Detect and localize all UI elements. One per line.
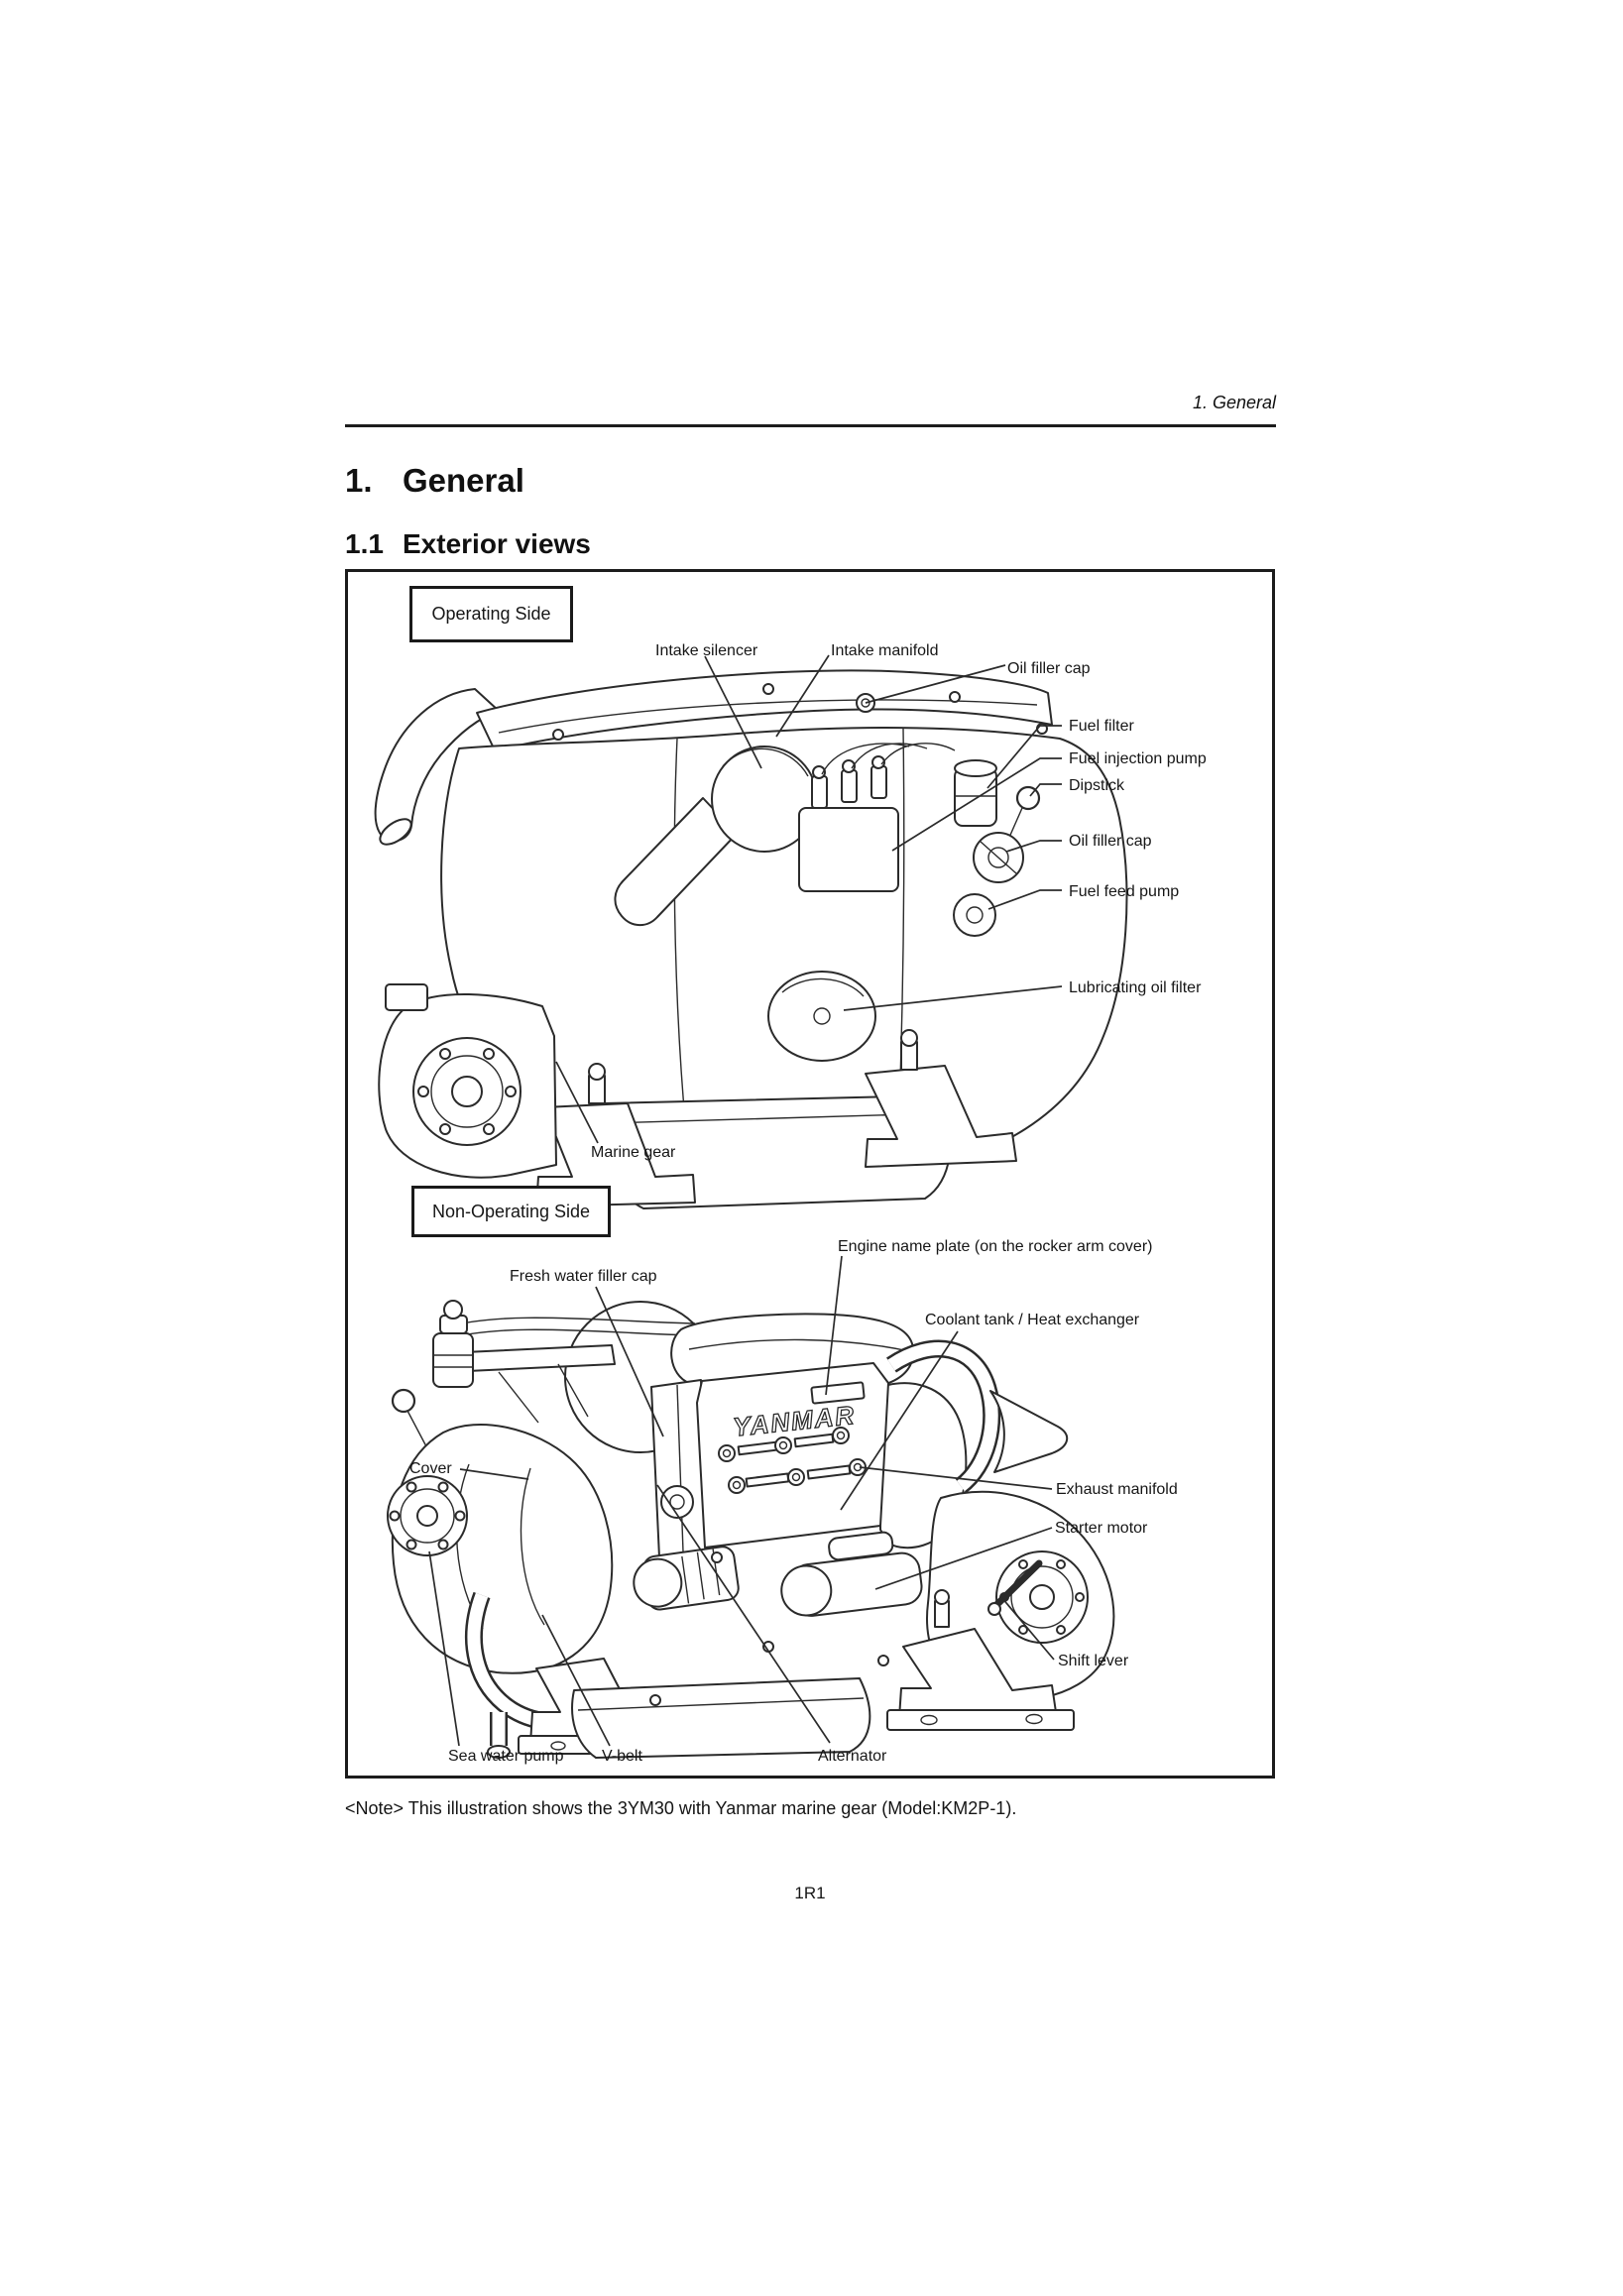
subsection-heading: 1.1 Exterior views [345,528,591,560]
note-text: This illustration shows the 3YM30 with Y… [407,1798,1017,1818]
label-alternator: Alternator [818,1748,887,1765]
section-heading: 1. General [345,462,524,500]
label-intake-silencer: Intake silencer [655,642,758,659]
label-marine-gear: Marine gear [591,1144,676,1161]
label-intake-manifold: Intake manifold [831,642,939,659]
label-fuel-filter: Fuel filter [1069,718,1134,735]
subsection-number: 1.1 [345,528,384,559]
subsection-title: Exterior views [403,528,591,559]
running-header: 1. General [1192,393,1276,412]
label-oil-filler-cap-side: Oil filler cap [1069,833,1152,850]
engine-illustrations: YANMAR [374,654,1128,1759]
label-shift-lever: Shift lever [1058,1653,1129,1669]
engine-operating-side-drawing [374,669,1128,1209]
label-coolant-tank: Coolant tank / Heat exchanger [925,1312,1140,1328]
label-lubricating-oil-filter: Lubricating oil filter [1069,979,1202,996]
section-number: 1. [345,462,373,499]
label-fuel-injection-pump: Fuel injection pump [1069,750,1207,767]
label-fuel-feed-pump: Fuel feed pump [1069,883,1180,900]
section-title: General [403,462,524,499]
page-number: 1R1 [794,1884,826,1902]
non-operating-side-title-box: Non-Operating Side [411,1186,611,1237]
label-cover: Cover [409,1460,452,1477]
figure-note: <Note> This illustration shows the 3YM30… [345,1798,1016,1819]
non-operating-side-title: Non-Operating Side [431,1201,591,1221]
note-tag: <Note> [345,1798,405,1818]
label-oil-filler-cap-top: Oil filler cap [1007,660,1091,677]
label-engine-name-plate: Engine name plate (on the rocker arm cov… [838,1238,1153,1255]
label-dipstick: Dipstick [1069,777,1125,794]
label-exhaust-manifold: Exhaust manifold [1056,1481,1178,1498]
label-v-belt: V-belt [602,1748,642,1765]
exterior-views-figure: YANMAR [345,569,1275,1779]
label-fresh-water-filler-cap: Fresh water filler cap [510,1268,657,1285]
header-rule [345,424,1276,427]
engine-non-operating-side-drawing: YANMAR [387,1300,1115,1759]
callout-leader-lines [428,654,1063,1747]
label-starter-motor: Starter motor [1055,1520,1148,1537]
operating-side-title-box: Operating Side [409,586,573,642]
operating-side-title: Operating Side [431,604,551,624]
label-sea-water-pump: Sea water pump [448,1748,564,1765]
